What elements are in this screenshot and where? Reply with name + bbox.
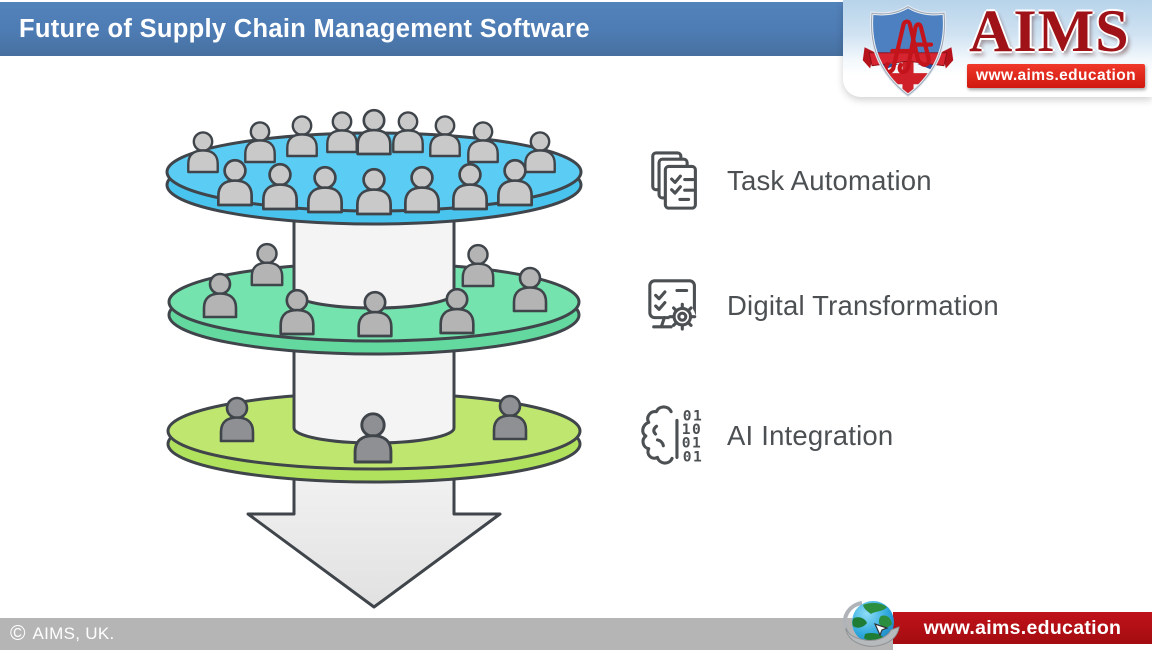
binary-row: 01 [683,448,704,465]
brand-wordmark: AIMS [969,0,1130,64]
feature-label: Digital Transformation [727,290,999,321]
feature-row-ai-integration: 01 10 01 01 AI Integration [638,399,893,473]
page-title: Future of Supply Chain Management Softwa… [19,15,590,43]
globe-icon [842,601,900,647]
feature-label: AI Integration [727,420,894,451]
documents-checklist-icon [651,151,697,210]
binary-row: 01 [682,435,703,452]
logo-panel: AIMS www.aims.education [843,0,1152,98]
layered-funnel-diagram [165,108,583,609]
brain-binary-icon: 01 10 01 01 [641,405,704,465]
copyright-text: AIMS, UK. [32,624,115,643]
footer-website-text: www.aims.education [923,617,1122,639]
copyright-icon: © [10,622,26,645]
binary-row: 01 [683,407,704,424]
footer-gray-bar: © AIMS, UK. [0,618,893,650]
feature-row-task-automation: Task Automation [645,149,932,213]
brand-banner: www.aims.education [967,64,1145,88]
header-bar: Future of Supply Chain Management Softwa… [0,2,852,56]
feature-label: Task Automation [727,165,932,196]
binary-row: 10 [682,421,703,438]
aims-crest-icon [862,4,954,98]
feature-row-digital-transformation: Digital Transformation [645,274,999,338]
footer-red-bar: www.aims.education [893,612,1152,644]
screen-checks-gear-icon [648,279,697,331]
